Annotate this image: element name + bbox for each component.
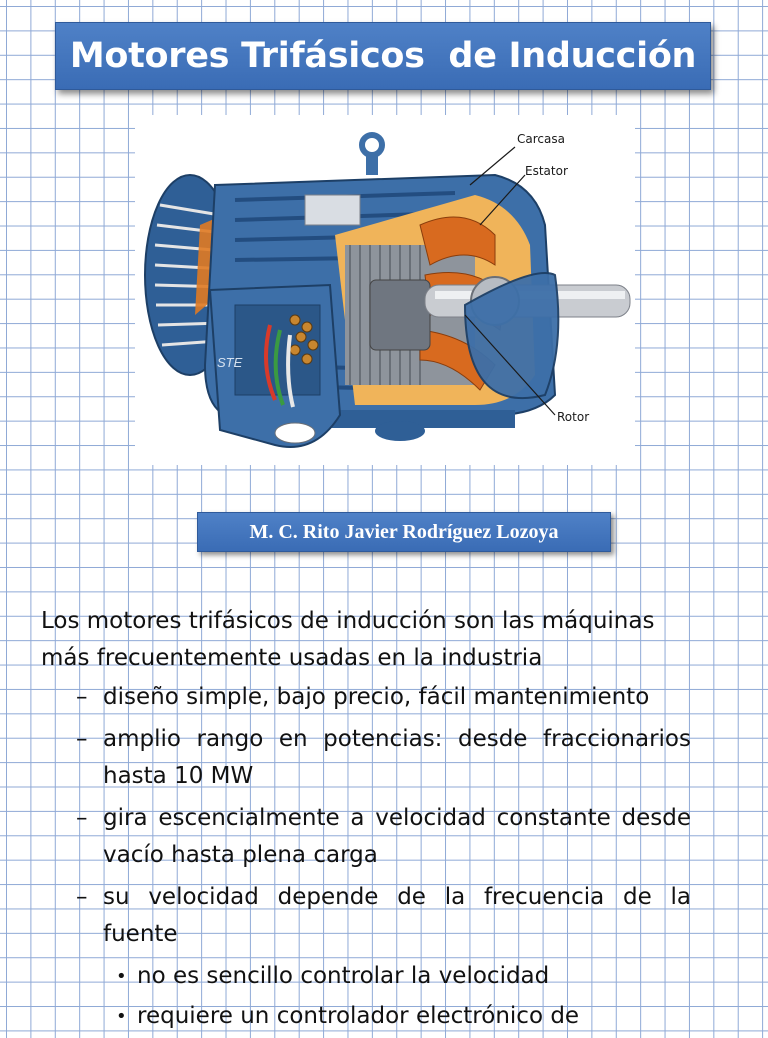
dash-marker: – xyxy=(76,884,88,910)
rotor-core xyxy=(369,279,431,351)
list-item: – gira escencialmente a velocidad consta… xyxy=(41,800,691,874)
list-item: • no es sencillo controlar la velocidad xyxy=(41,958,691,995)
list-item-text: requiere un controlador electrónico de xyxy=(137,1003,580,1029)
lifting-eye xyxy=(359,132,385,158)
title-banner: Motores Trifásicos de Inducción xyxy=(55,22,711,90)
list-item-text: amplio rango en potencias: desde fraccio… xyxy=(103,726,691,789)
dash-marker: – xyxy=(76,726,88,752)
list-item-text: no es sencillo controlar la velocidad xyxy=(137,963,550,989)
terminal-box: STE xyxy=(208,283,342,448)
bullet-marker: • xyxy=(116,1006,127,1027)
slide-body: Los motores trifásicos de inducción son … xyxy=(41,603,691,1038)
terminal-box-logo: STE xyxy=(217,355,243,370)
nameplate xyxy=(304,194,361,226)
callout-leaders xyxy=(464,146,556,416)
bullet-list: • no es sencillo controlar la velocidad … xyxy=(41,958,691,1035)
bullet-marker: • xyxy=(116,966,127,987)
label-rotor: Rotor xyxy=(557,410,589,424)
label-carcasa: Carcasa xyxy=(517,132,565,146)
list-item: • requiere un controlador electrónico de xyxy=(41,998,691,1035)
author-name: M. C. Rito Javier Rodríguez Lozoya xyxy=(249,520,559,543)
dash-marker: – xyxy=(76,805,88,831)
list-item: – su velocidad depende de la frecuencia … xyxy=(41,879,691,953)
slide-title: Motores Trifásicos de Inducción xyxy=(69,36,697,76)
end-shield xyxy=(463,272,560,400)
list-item: – amplio rango en potencias: desde fracc… xyxy=(41,721,691,795)
list-item-text: su velocidad depende de la frecuencia de… xyxy=(103,884,691,947)
label-estator: Estator xyxy=(525,164,568,178)
motor-illustration-svg: STE Carcasa Estator Rotor xyxy=(144,132,631,448)
author-banner: M. C. Rito Javier Rodríguez Lozoya xyxy=(197,512,611,552)
intro-paragraph: Los motores trifásicos de inducción son … xyxy=(41,608,655,671)
motor-cutaway-illustration: STE Carcasa Estator Rotor xyxy=(135,115,635,465)
list-item: – diseño simple, bajo precio, fácil mant… xyxy=(41,679,691,716)
list-item-text: diseño simple, bajo precio, fácil manten… xyxy=(103,684,650,710)
dash-list: – diseño simple, bajo precio, fácil mant… xyxy=(41,679,691,953)
dash-marker: – xyxy=(76,684,88,710)
list-item-text: gira escencialmente a velocidad constant… xyxy=(103,805,691,868)
